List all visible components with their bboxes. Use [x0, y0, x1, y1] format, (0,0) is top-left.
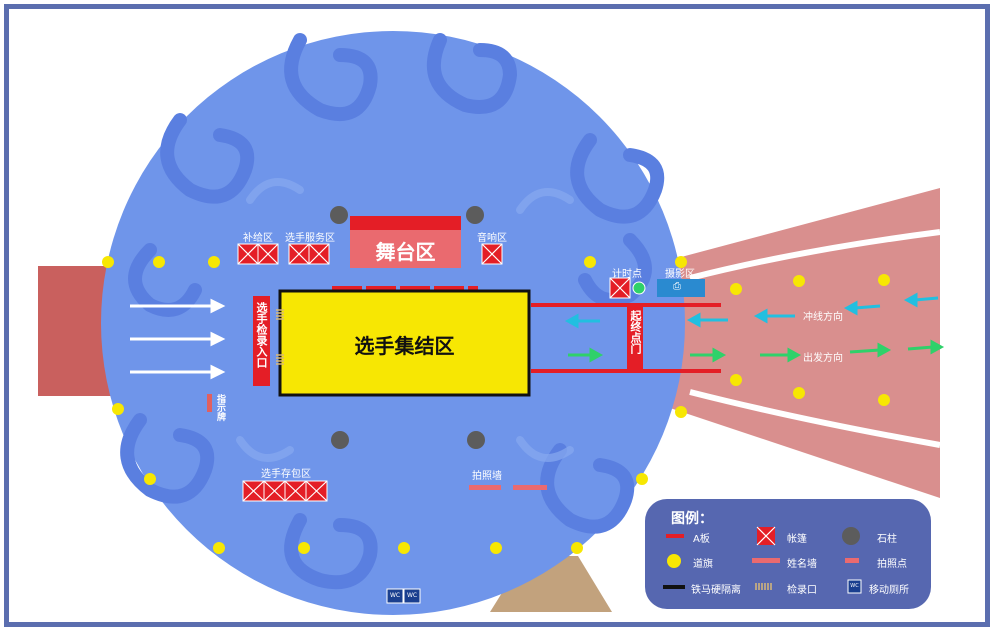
wc-box — [403, 588, 421, 604]
legend-title: 图例： — [671, 511, 713, 527]
stone-pillar — [466, 206, 484, 224]
entry-arrows — [130, 298, 226, 380]
timer-label: 计时点 — [612, 269, 642, 280]
route-lane-line-bottom — [689, 389, 941, 448]
legend-label-flag: 道旗 — [693, 559, 713, 570]
name-wall-icon — [752, 558, 780, 563]
swirl-decoration — [120, 33, 665, 590]
swirl-decoration-light — [236, 178, 574, 462]
race-route-band — [640, 188, 940, 498]
barrier-icon — [663, 585, 685, 589]
legend-label-name-wall: 姓名墙 — [787, 559, 817, 570]
wc-label-1: WC — [389, 592, 401, 599]
start-finish-label: 起终点门 — [629, 310, 642, 354]
stone-pillar — [330, 206, 348, 224]
start-finish-gate — [627, 305, 643, 371]
legend-label-pillar: 石柱 — [877, 534, 897, 545]
checkin-label: 选手检录入口 — [255, 302, 268, 368]
start-lane-bottom — [531, 369, 721, 373]
sprint-arrow-inner — [564, 313, 600, 329]
flag-icon — [667, 554, 681, 568]
checkin-gate-icon — [755, 583, 772, 590]
sign-label: 指示牌 — [215, 394, 225, 421]
bag-label: 选手存包区 — [261, 469, 311, 480]
a-board-icon — [666, 534, 684, 538]
route-lane-line-top — [689, 229, 941, 281]
stage-label: 舞台区 — [375, 240, 436, 264]
photo-wall-label: 拍照墙 — [472, 471, 502, 482]
photo-spot-icon — [845, 558, 859, 563]
stage-area — [350, 230, 461, 268]
camera-icon: ⎙ — [673, 281, 681, 292]
service-label: 选手服务区 — [285, 233, 335, 244]
timer-icon — [632, 281, 646, 295]
assembly-area — [278, 289, 531, 397]
checkin-gate-marks — [276, 309, 284, 365]
sprint-direction-label: 冲线方向 — [803, 312, 843, 323]
legend-label-barrier: 铁马硬隔离 — [691, 585, 741, 596]
photo-wall — [513, 485, 547, 490]
sprint-arrows-band — [686, 292, 939, 328]
checkin-entrance-bar — [253, 296, 270, 386]
tent-icon-cross — [756, 526, 776, 546]
legend-label-wc: 移动厕所 — [869, 585, 909, 596]
supply-label: 补给区 — [243, 233, 273, 244]
depart-arrows-band — [690, 339, 945, 363]
stone-pillar-icon — [842, 527, 860, 545]
stage-top-bar — [350, 216, 461, 230]
depart-direction-label: 出发方向 — [803, 353, 843, 364]
stone-pillar — [331, 431, 349, 449]
legend-icons — [663, 526, 862, 594]
legend-label-checkin: 检录口 — [787, 585, 817, 596]
stone-pillar — [467, 431, 485, 449]
legend-label-photo-spot: 拍照点 — [877, 559, 907, 570]
start-lane-top — [531, 303, 721, 307]
assembly-label: 选手集结区 — [354, 334, 455, 358]
camera-label: 摄影区 — [665, 269, 695, 280]
wc-label-2: WC — [406, 592, 418, 599]
sign-marker — [207, 394, 212, 412]
sound-label: 音响区 — [477, 233, 507, 244]
wc-icon — [847, 579, 862, 594]
tent-crosses — [237, 243, 631, 502]
photo-wall — [469, 485, 501, 490]
legend-label-a-board: A板 — [693, 534, 710, 545]
outer-frame — [4, 4, 990, 627]
legend-panel: 图例： WC A板 帐篷 石柱 道旗 姓名墙 拍照点 铁马硬隔离 检录口 移动厕… — [645, 499, 931, 609]
depart-arrow-inner — [568, 347, 604, 363]
wc-box — [386, 588, 404, 604]
legend-label-tent: 帐篷 — [787, 534, 807, 545]
camera-area — [657, 279, 705, 297]
legend-wc-glyph: WC — [850, 583, 859, 589]
flags — [102, 256, 890, 554]
